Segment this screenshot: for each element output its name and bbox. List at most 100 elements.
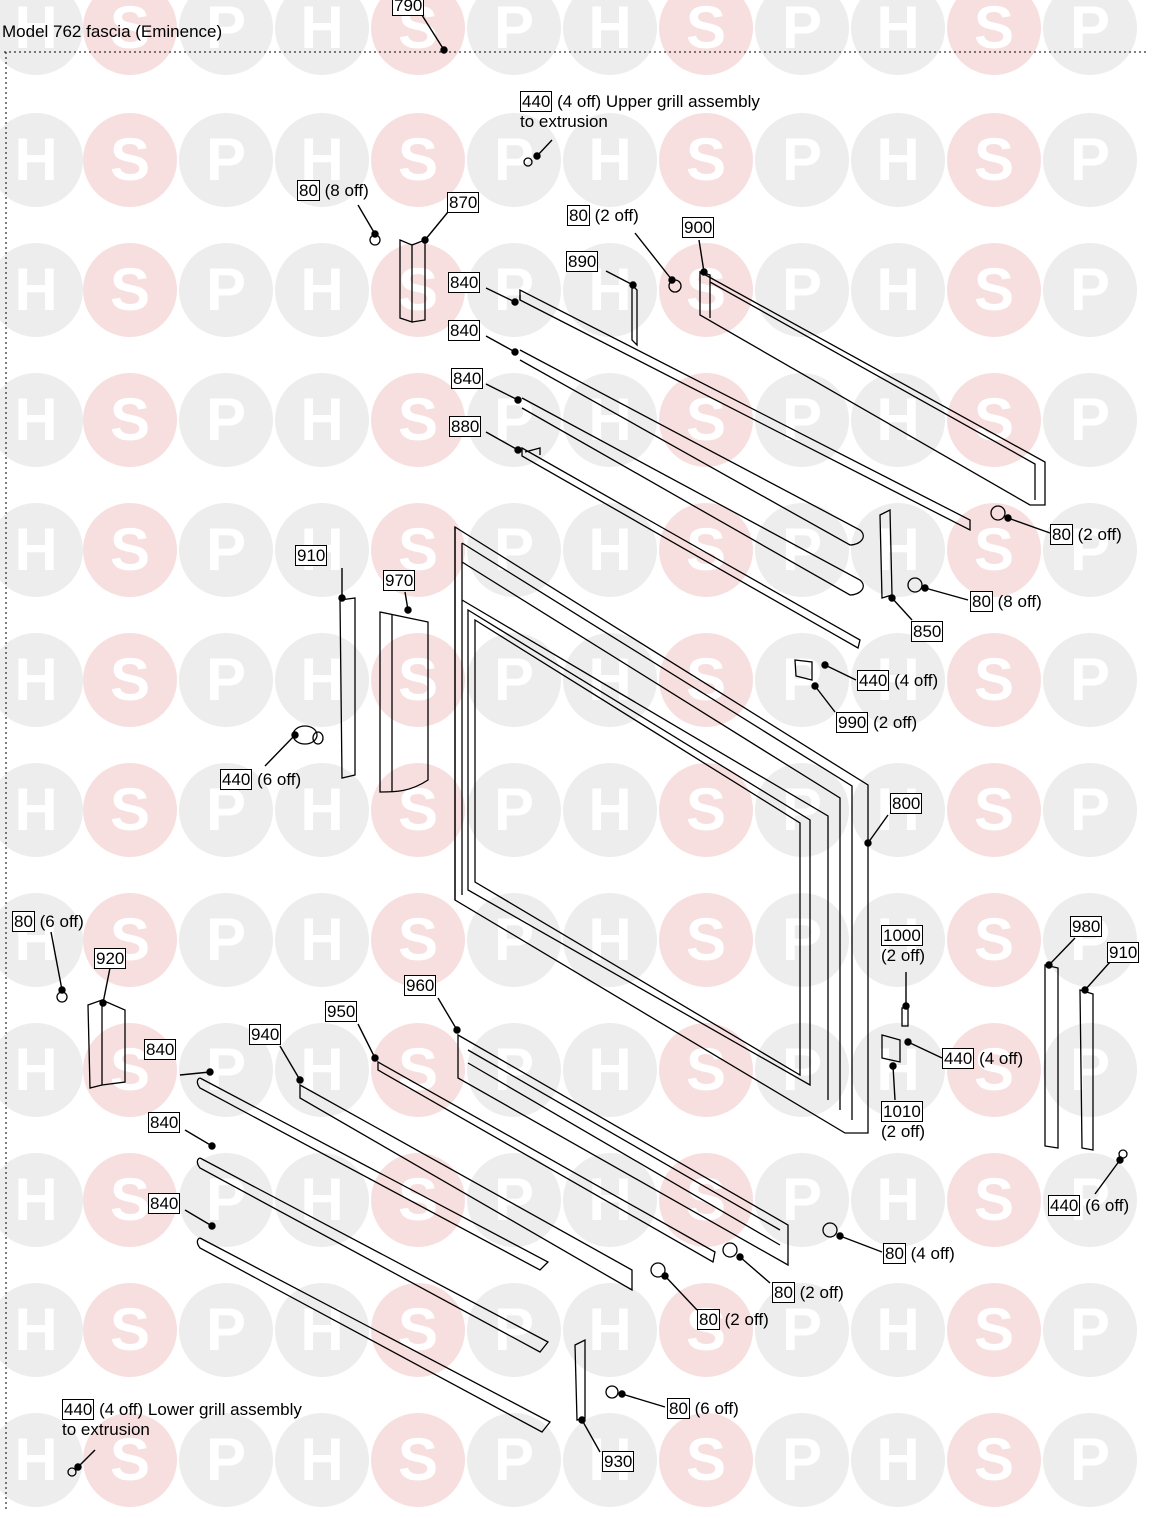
part-quantity-text: (4 off) — [905, 1244, 955, 1263]
callout-part-840: 840 — [448, 272, 481, 293]
part-number-box: 440 — [1048, 1195, 1081, 1216]
part-quantity-text: (6 off) — [1080, 1196, 1130, 1215]
part-980-side-cover — [1044, 964, 1059, 1149]
part-number-box: 80 — [883, 1243, 906, 1264]
diagram-title: Model 762 fascia (Eminence) — [2, 22, 223, 41]
part-920-bracket — [87, 999, 126, 1089]
part-930-bracket — [574, 1338, 586, 1421]
callout-part-970: 970 — [383, 570, 416, 591]
callout-part-890: 890 — [566, 251, 599, 272]
part-number-box: 80 — [297, 180, 320, 201]
part-description-line: to extrusion — [62, 1420, 150, 1439]
part-number-box: 840 — [148, 1193, 181, 1214]
callout-part-870: 870 — [447, 192, 480, 213]
callout-part-80: 80 (6 off) — [12, 911, 84, 932]
part-840-upper-extrusion-3 — [521, 397, 864, 596]
part-number-box: 440 — [62, 1399, 95, 1420]
callout-part-1010: 1010(2 off) — [881, 1101, 926, 1142]
part-950-lower-rail — [377, 1060, 716, 1264]
callout-part-840: 840 — [148, 1112, 181, 1133]
part-number-box: 890 — [566, 251, 599, 272]
part-number-box: 990 — [836, 712, 869, 733]
part-number-box: 840 — [451, 368, 484, 389]
part-number-box: 980 — [1070, 916, 1103, 937]
part-960-lower-rail — [457, 1033, 789, 1267]
part-number-box: 900 — [682, 217, 715, 238]
part-840-lower-extrusion-3 — [196, 1237, 551, 1433]
callout-part-840: 840 — [448, 320, 481, 341]
callout-part-80: 80 (8 off) — [297, 180, 369, 201]
callout-part-990: 990 (2 off) — [836, 712, 918, 733]
callout-part-920: 920 — [94, 948, 127, 969]
part-850-side-bracket — [879, 508, 893, 599]
part-number-box: 80 — [970, 591, 993, 612]
part-number-box: 80 — [567, 205, 590, 226]
part-quantity-text: (2 off) — [868, 713, 918, 732]
part-990-clip — [794, 659, 813, 681]
callout-part-840: 840 — [144, 1039, 177, 1060]
part-quantity-text: (8 off) — [992, 592, 1042, 611]
part-number-box: 440 — [220, 769, 253, 790]
callout-part-440: 440 (6 off) — [220, 769, 301, 790]
part-quantity-text: (2 off) — [719, 1310, 769, 1329]
part-800-fascia-frame — [454, 525, 869, 1134]
part-quantity-text: (8 off) — [319, 181, 369, 200]
part-910-left-strip — [339, 597, 356, 779]
callout-part-840: 840 — [148, 1193, 181, 1214]
part-quantity-text: (2 off) — [794, 1283, 844, 1302]
part-880-upper-rail — [521, 446, 861, 649]
part-number-box: 440 — [857, 670, 890, 691]
callout-part-440: 440 (4 off) — [942, 1048, 1024, 1069]
callout-part-960: 960 — [404, 975, 437, 996]
callout-part-940: 940 — [249, 1024, 282, 1045]
part-number-box: 970 — [383, 570, 416, 591]
part-number-box: 910 — [295, 545, 328, 566]
part-quantity-text: (4 off) Lower grill assembly — [94, 1400, 302, 1419]
part-number-box: 840 — [448, 320, 481, 341]
part-description-line: (2 off) — [881, 1122, 926, 1141]
part-number-box: 80 — [697, 1309, 720, 1330]
part-number-box: 950 — [325, 1001, 358, 1022]
part-number-box: 790 — [392, 0, 425, 16]
callout-part-80: 80 (2 off) — [697, 1309, 769, 1330]
callout-part-950: 950 — [325, 1001, 358, 1022]
part-1010-clip — [881, 1034, 901, 1063]
part-number-box: 80 — [772, 1282, 795, 1303]
part-number-box: 920 — [94, 948, 127, 969]
callout-part-80: 80 (2 off) — [1050, 524, 1122, 545]
part-1000-pin — [901, 1007, 909, 1027]
part-840-upper-extrusion-1 — [519, 288, 971, 532]
part-number-box: 800 — [890, 793, 923, 814]
part-number-box: 840 — [144, 1039, 177, 1060]
callout-part-80: 80 (6 off) — [667, 1398, 739, 1419]
callout-part-980: 980 — [1070, 916, 1103, 937]
part-quantity-text: (6 off) — [689, 1399, 739, 1418]
part-910-right-strip — [1079, 989, 1094, 1151]
part-number-box: 80 — [667, 1398, 690, 1419]
part-890-bracket — [631, 283, 638, 347]
part-number-box: 910 — [1107, 942, 1140, 963]
part-number-box: 930 — [602, 1451, 635, 1472]
part-970-side-cover — [379, 611, 429, 793]
part-quantity-text: (4 off) — [889, 671, 939, 690]
part-number-box: 940 — [249, 1024, 282, 1045]
callout-part-880: 880 — [449, 416, 482, 437]
part-description-line: to extrusion — [520, 112, 608, 131]
callout-part-440: 440 (4 off) — [857, 670, 939, 691]
part-number-box: 80 — [1050, 524, 1073, 545]
part-840-lower-extrusion-2 — [196, 1157, 549, 1353]
callout-part-840: 840 — [451, 368, 484, 389]
part-number-box: 440 — [520, 91, 553, 112]
callout-part-80: 80 (2 off) — [772, 1282, 844, 1303]
callout-part-1000: 1000(2 off) — [881, 925, 925, 966]
part-840-upper-extrusion-2 — [519, 349, 864, 546]
part-number-box: 1010 — [881, 1101, 923, 1122]
callout-part-800: 800 — [890, 793, 923, 814]
part-quantity-text: (4 off) Upper grill assembly — [552, 92, 760, 111]
callout-part-930: 930 — [602, 1451, 635, 1472]
part-quantity-text: (4 off) — [974, 1049, 1024, 1068]
